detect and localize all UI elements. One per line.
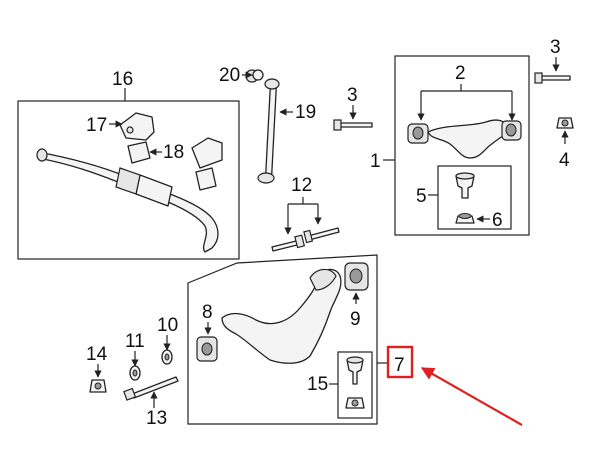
lower-ball-joint [346, 359, 364, 385]
upper-control-arm [427, 119, 511, 159]
callout-4: 4 [559, 150, 570, 171]
link-top-joint [264, 78, 280, 90]
upper-arm-box [394, 55, 530, 236]
link-bottom-joint [257, 172, 275, 184]
lower-control-arm [221, 268, 342, 364]
bushing-9-core [349, 268, 363, 284]
lower-hardware: 10 11 13 14 [86, 315, 179, 429]
nut-6-hole [458, 213, 472, 219]
bracket-12 [288, 197, 318, 205]
ball-joint-box [437, 165, 512, 230]
stabilizer-bar [37, 151, 219, 253]
bushing-bracket [119, 112, 155, 141]
callout-20: 20 [219, 65, 240, 86]
bolt-12a-head [294, 234, 306, 249]
callout-16: 16 [112, 69, 133, 90]
bolt-3-right: 3 [534, 37, 571, 84]
upper-bushing-left-core [412, 126, 424, 140]
bolt-3-middle: 3 [333, 85, 373, 131]
bolt-right-head [534, 72, 543, 84]
callout-1: 1 [370, 151, 381, 172]
upper-bushing-right-core [505, 123, 517, 137]
nut-14-hole [94, 382, 102, 390]
highlight-box-7 [386, 345, 414, 379]
bolt-13-head [123, 387, 137, 401]
callout-11: 11 [125, 331, 145, 352]
bushing-8-core [201, 342, 213, 356]
washer-11-hole [132, 369, 138, 377]
bolt-right-shank [539, 75, 571, 81]
nut-4-group: 4 [556, 117, 574, 171]
callout-10: 10 [157, 315, 178, 336]
bolt-head [333, 119, 342, 131]
callout-14: 14 [86, 344, 108, 365]
bolt-13 [131, 376, 179, 399]
lower-arm-box [187, 254, 378, 425]
stabilizer-link [264, 85, 278, 177]
callout-7: 7 [394, 355, 405, 376]
ball-joint-cap [455, 172, 475, 180]
lower-nut-hole [351, 399, 359, 407]
second-bracket [191, 137, 223, 169]
highlight-arrow [420, 367, 523, 426]
nut-20 [252, 69, 264, 81]
stabilizer-link-group: 19 20 [219, 65, 316, 184]
bar-end [36, 148, 48, 162]
bracket-2 [421, 84, 512, 92]
lower-ball-joint-box [337, 351, 373, 419]
bolt-12b [307, 227, 340, 241]
upper-arm-group: 1 2 5 6 [370, 55, 530, 236]
callout-18: 18 [163, 142, 184, 163]
callout-19: 19 [295, 102, 316, 123]
bracket-hole [126, 126, 134, 134]
callout-5: 5 [416, 186, 427, 207]
stabilizer-bar-group: 16 17 18 [17, 69, 240, 260]
callout-6: 6 [492, 210, 503, 231]
bolt-12b-head [303, 229, 314, 244]
callout-13: 13 [146, 408, 167, 429]
lower-arm-rear-mount [309, 268, 337, 291]
callout-9: 9 [350, 309, 361, 330]
bar-clamp [115, 167, 141, 195]
bolts-12: 12 [271, 175, 340, 252]
callout-17: 17 [86, 115, 107, 136]
bolt-shank [339, 122, 373, 128]
upper-ball-joint [455, 175, 475, 199]
bushing-18 [127, 141, 151, 164]
callout-15: 15 [307, 374, 328, 395]
callout-8: 8 [202, 302, 213, 323]
nut-4-hole [561, 119, 569, 127]
callout-3-middle: 3 [347, 85, 358, 106]
bar-bushing [135, 174, 173, 207]
stabilizer-box [17, 100, 240, 260]
lower-ball-joint-cap [346, 356, 364, 364]
washer-10-hole [164, 353, 170, 361]
callout-12: 12 [291, 175, 312, 196]
lower-arm-group: 7 8 9 15 [187, 254, 414, 425]
callout-2: 2 [455, 63, 466, 84]
callout-3-right: 3 [550, 37, 561, 58]
second-bushing [195, 167, 217, 191]
